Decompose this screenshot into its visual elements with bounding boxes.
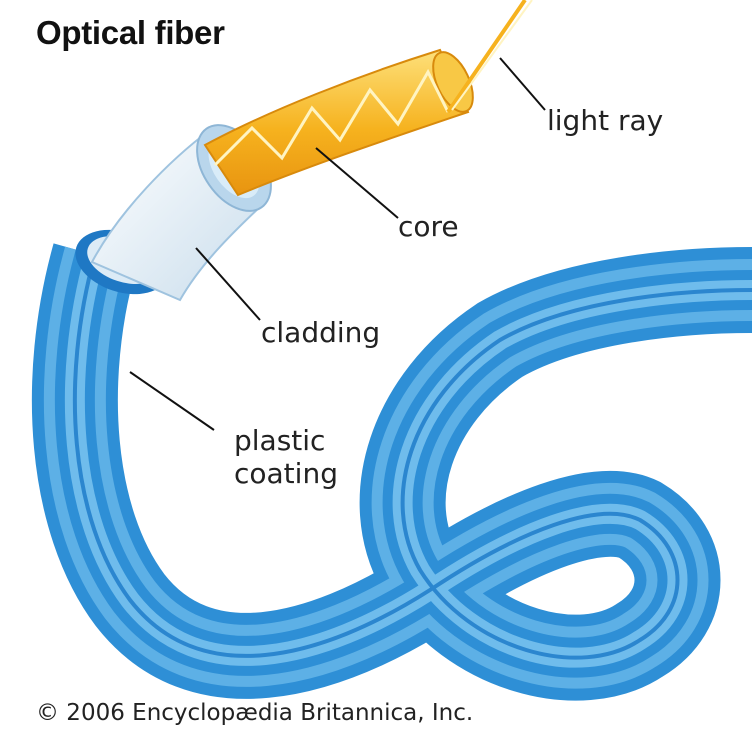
label-plastic-coating-line2: coating bbox=[234, 457, 338, 491]
leader-light-ray bbox=[499, 57, 546, 111]
leader-core bbox=[315, 147, 399, 219]
leader-cladding bbox=[195, 247, 261, 321]
core-segment bbox=[203, 48, 474, 197]
diagram-title: Optical fiber bbox=[36, 14, 225, 51]
light-ray-beams bbox=[446, 0, 533, 114]
label-plastic-coating: plastic coating bbox=[234, 424, 338, 490]
label-core: core bbox=[398, 210, 459, 243]
leader-plastic-coating bbox=[129, 371, 215, 431]
label-plastic-coating-line1: plastic bbox=[234, 424, 326, 457]
copyright-notice: © 2006 Encyclopædia Britannica, Inc. bbox=[36, 700, 474, 726]
label-cladding: cladding bbox=[261, 316, 381, 349]
label-light-ray: light ray bbox=[547, 104, 664, 137]
leader-lines bbox=[129, 57, 546, 431]
